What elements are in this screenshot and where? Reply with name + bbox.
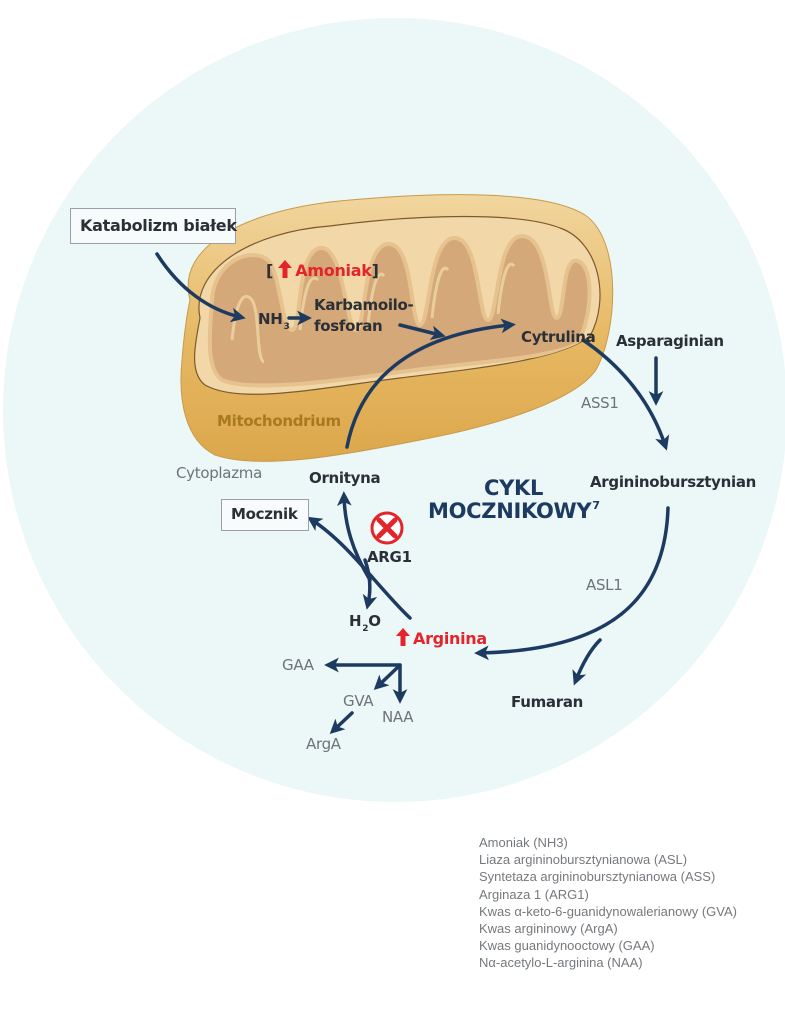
cycle-title-line2: MOCZNIKOWY7 xyxy=(428,499,600,523)
nh3-base: NH xyxy=(258,310,283,328)
arrow-to-water xyxy=(362,558,378,610)
up-arrow-icon xyxy=(396,628,410,646)
ornithine-label: Ornityna xyxy=(309,469,381,487)
gva-label: GVA xyxy=(343,692,374,710)
arrow-citrulline-to-argininosuccinate xyxy=(581,338,670,451)
arginine-label: Arginina xyxy=(413,629,487,648)
urea-label: Mocznik xyxy=(231,505,298,523)
legend-item: Amoniak (NH3) xyxy=(479,835,568,850)
nh3-label: NH3 xyxy=(258,310,290,332)
cycle-title-text: MOCZNIKOWY xyxy=(428,499,592,523)
citrulline-label: Cytrulina xyxy=(521,328,596,346)
arrow-catabolism-to-nh3 xyxy=(155,252,246,323)
arrow-to-ornithine xyxy=(336,491,372,582)
legend-item: Syntetaza argininobursztynianowa (ASS) xyxy=(479,869,716,885)
ammonia-indicator: [ Amoniak] xyxy=(266,260,379,279)
nh3-subscript: 3 xyxy=(283,322,290,332)
legend-item: Arginaza 1 (ARG1) xyxy=(479,886,589,902)
cytoplasm-label: Cytoplazma xyxy=(176,464,262,482)
arrow-to-fumarate xyxy=(572,638,602,686)
legend-item: Nα-acetylo-L-arginina (NAA) xyxy=(479,955,643,971)
up-arrow-icon xyxy=(278,260,293,278)
legend-item: Kwas guanidynooctowy (GAA) xyxy=(479,938,655,954)
naa-label: NAA xyxy=(382,708,414,726)
mitochondrion-label: Mitochondrium xyxy=(217,412,341,430)
aspartate-label: Asparaginian xyxy=(616,332,724,350)
legend-item: Kwas α-keto-6-guanidynowalerianowy (GVA) xyxy=(479,903,737,919)
protein-catabolism-box: Katabolizm białek xyxy=(70,208,237,244)
water-subscript: 2 xyxy=(362,624,369,634)
legend-item: Liaza argininobursztynianowa (ASL) xyxy=(479,852,688,868)
arg1-enzyme-label: ARG1 xyxy=(367,548,412,566)
ass1-enzyme-label: ASS1 xyxy=(581,394,619,412)
carbamoyl-phosphate-line2: fosforan xyxy=(314,317,383,335)
bracket-open: [ xyxy=(266,261,274,280)
ammonia-label: Amoniak xyxy=(295,261,372,280)
abbreviations-legend: Amoniak (NH3) Liaza argininobursztyniano… xyxy=(479,834,737,972)
gaa-label: GAA xyxy=(282,656,314,674)
arginine-indicator: Arginina xyxy=(396,628,487,647)
blocked-x-icon xyxy=(370,511,404,545)
protein-catabolism-label: Katabolizm białek xyxy=(80,216,237,235)
mitochondrion-cristae xyxy=(207,233,592,388)
asl1-enzyme-label: ASL1 xyxy=(586,576,623,594)
bracket-close: ] xyxy=(371,261,379,280)
arrow-argininosuccinate-to-arginine xyxy=(474,506,670,661)
cycle-title-reference: 7 xyxy=(592,499,600,512)
fumarate-label: Fumaran xyxy=(511,693,584,711)
water-label: H2O xyxy=(349,612,381,634)
arrow-to-gva xyxy=(373,665,400,691)
arrow-carbamoyl-to-cycle xyxy=(398,323,446,340)
water-base: H xyxy=(349,612,362,630)
arga-label: ArgA xyxy=(306,735,341,753)
arrow-gva-to-arga xyxy=(329,711,354,735)
urea-box: Mocznik xyxy=(221,499,309,531)
argininosuccinate-label: Argininobursztynian xyxy=(590,473,757,491)
water-rest: O xyxy=(368,612,381,630)
carbamoyl-phosphate-line1: Karbamoilo- xyxy=(314,296,414,314)
arrow-ornithine-to-citrulline xyxy=(345,318,516,449)
cycle-title-line1: CYKL xyxy=(484,476,544,500)
legend-item: Kwas argininowy (ArgA) xyxy=(479,921,618,937)
